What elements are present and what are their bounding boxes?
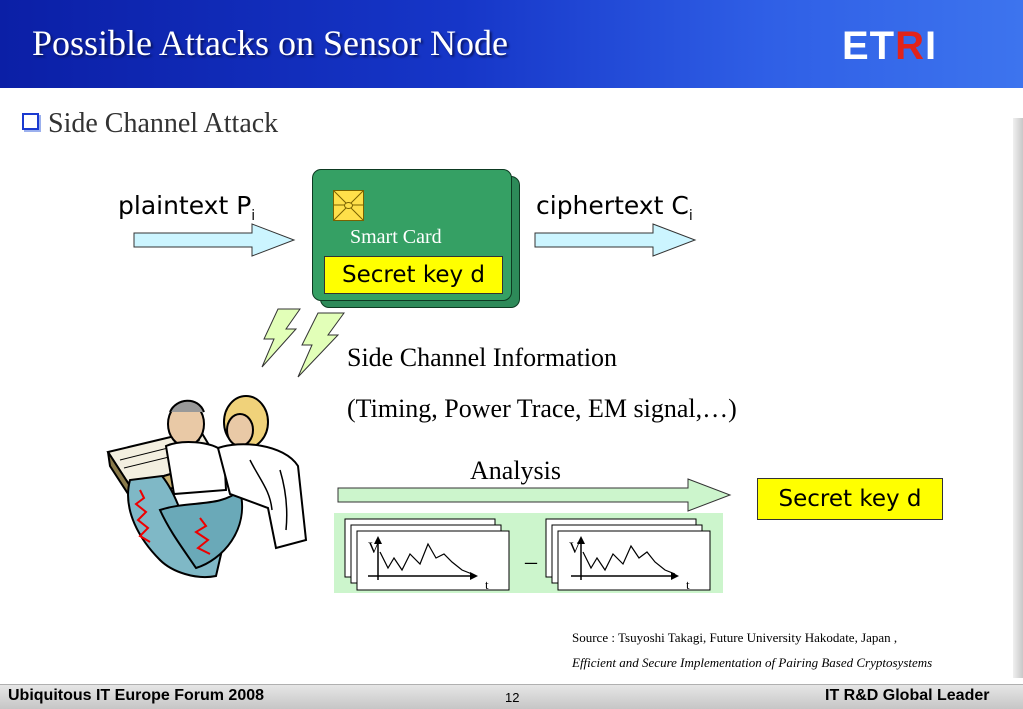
chip-contacts-icon	[334, 191, 363, 220]
footer-tagline: IT R&D Global Leader	[825, 687, 990, 704]
left-trace-v-label: V	[368, 540, 380, 557]
right-trace-t-label: t	[686, 577, 690, 592]
header-banner	[0, 0, 1023, 88]
ciphertext-text: ciphertext C	[536, 191, 689, 220]
footer-bar	[0, 684, 1023, 709]
lightning-bolt-icon	[261, 308, 345, 378]
card-secret-key: Secret key d	[324, 256, 503, 294]
result-secret-key: Secret key d	[757, 478, 943, 520]
logo-part-3: I	[925, 24, 938, 68]
right-edge-bar	[1013, 118, 1023, 678]
square-bullet-icon	[22, 113, 39, 130]
bullet-item: Side Channel Attack	[22, 108, 278, 140]
etri-logo: ETRI	[842, 24, 937, 69]
plaintext-text: plaintext P	[118, 191, 252, 220]
page-number: 12	[505, 690, 520, 705]
source-citation: Source : Tsuyoshi Takagi, Future Univers…	[572, 630, 898, 645]
smart-card-label: Smart Card	[350, 226, 442, 248]
side-channel-info-detail: (Timing, Power Trace, EM signal,…)	[347, 394, 737, 423]
logo-part-2: R	[895, 24, 926, 68]
slide-title: Possible Attacks on Sensor Node	[32, 23, 508, 63]
source-paper-title: Efficient and Secure Implementation of P…	[572, 655, 933, 670]
ciphertext-arrow	[534, 223, 697, 257]
analysis-arrow	[337, 478, 732, 512]
left-trace-t-label: t	[485, 577, 489, 592]
plaintext-label: plaintext Pi	[118, 191, 255, 224]
logo-part-1: ET	[842, 24, 896, 68]
plaintext-subscript: i	[251, 208, 256, 224]
power-trace-graph-right	[545, 518, 711, 591]
ciphertext-label: ciphertext Ci	[536, 191, 693, 224]
bullet-text: Side Channel Attack	[48, 108, 279, 139]
researchers-clipart-icon	[106, 395, 308, 578]
side-channel-info-title: Side Channel Information	[347, 343, 618, 372]
ciphertext-subscript: i	[688, 208, 693, 224]
minus-sign: –	[525, 549, 537, 575]
analysis-label: Analysis	[470, 456, 561, 485]
right-trace-v-label: V	[569, 540, 581, 557]
plaintext-arrow	[133, 223, 296, 257]
power-trace-graph-left	[344, 518, 510, 591]
footer-event-name: Ubiquitous IT Europe Forum 2008	[8, 687, 265, 704]
chip-icon	[333, 190, 364, 221]
